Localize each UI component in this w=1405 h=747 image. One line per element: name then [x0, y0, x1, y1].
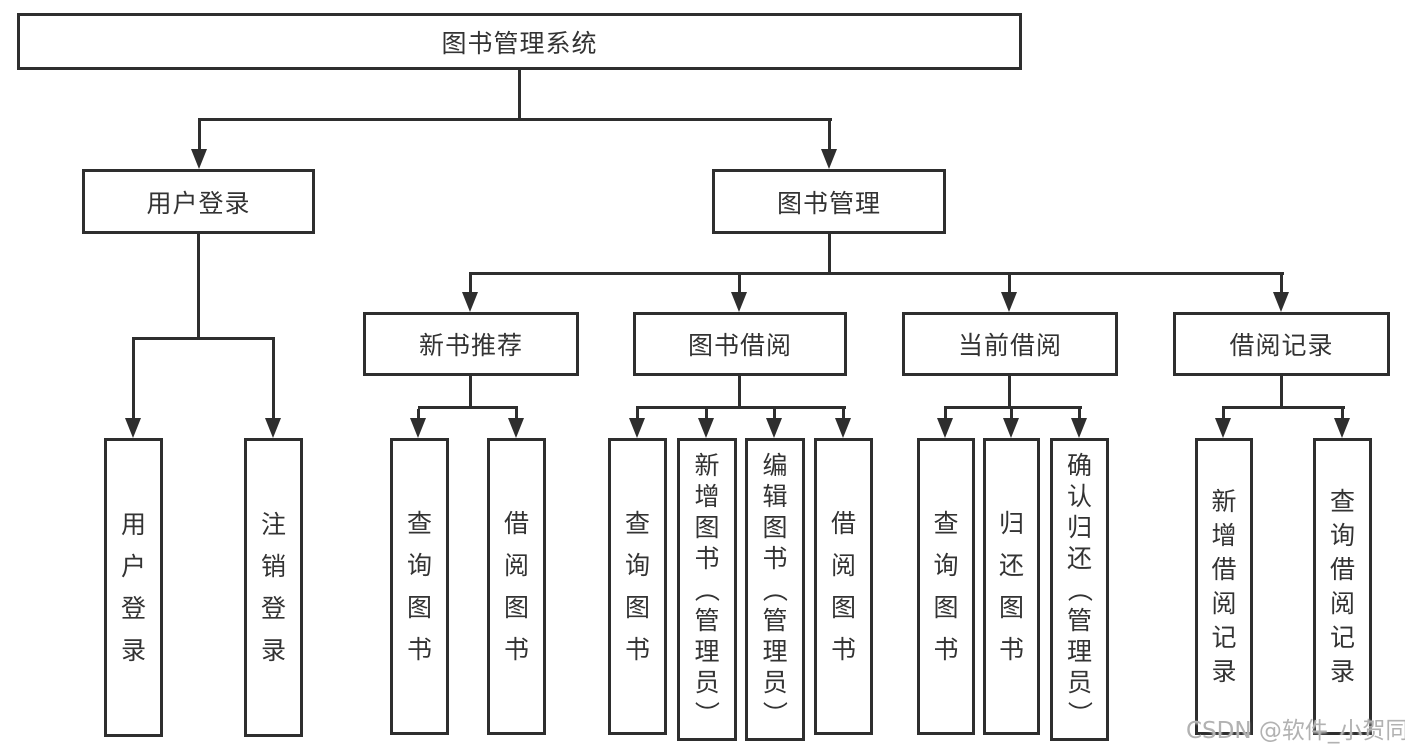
node-current-borrow-label: 当前借阅 [957, 331, 1062, 360]
node-borrow-records-label: 借阅记录 [1229, 331, 1334, 360]
node-book-management-label: 图书管理 [776, 188, 881, 218]
leaf-query-books-1-label: 查询图书 [406, 508, 432, 664]
leaf-confirm-return-admin-label: 确认归还（管理员） [1064, 451, 1094, 727]
arrow-group2-edit [766, 409, 782, 438]
node-user-login: 用户登录 [82, 169, 315, 234]
node-book-management: 图书管理 [712, 169, 946, 234]
node-user-login-label: 用户登录 [146, 188, 251, 218]
node-new-book-recommend: 新书推荐 [363, 312, 579, 376]
arrow-group4-add [1215, 409, 1231, 438]
leaf-borrow-books-2: 借阅图书 [814, 438, 873, 735]
node-root-label: 图书管理系统 [441, 28, 598, 58]
arrow-to-borrow-records [1273, 275, 1289, 312]
leaf-logout-label: 注销登录 [260, 509, 286, 665]
leaf-user-login-label: 用户登录 [120, 509, 146, 665]
arrow-group3-query [937, 409, 953, 438]
node-book-borrow: 图书借阅 [633, 312, 847, 376]
arrow-group1-borrow [508, 409, 524, 438]
leaf-user-login: 用户登录 [104, 438, 163, 737]
arrow-to-new-book-recommend [462, 275, 478, 312]
node-new-book-recommend-label: 新书推荐 [418, 331, 523, 360]
leaf-edit-book-admin: 编辑图书（管理员） [745, 438, 805, 741]
node-borrow-records: 借阅记录 [1173, 312, 1390, 376]
leaf-borrow-books-1: 借阅图书 [487, 438, 546, 735]
leaf-query-books-3-label: 查询图书 [933, 508, 959, 664]
leaf-add-borrow-record: 新增借阅记录 [1195, 438, 1253, 735]
leaf-query-borrow-record-label: 查询借阅记录 [1329, 486, 1355, 686]
leaf-edit-book-admin-label: 编辑图书（管理员） [760, 451, 790, 727]
connector-book-mgmt-stem [828, 233, 831, 272]
connector-root-stem [518, 69, 521, 118]
connector-group1-hline [418, 406, 518, 409]
leaf-return-book: 归还图书 [983, 438, 1040, 735]
arrow-to-book-borrow [731, 275, 747, 312]
arrow-group4-query [1334, 409, 1350, 438]
connector-level1-hline [199, 118, 832, 121]
arrow-group3-return [1003, 409, 1019, 438]
leaf-add-borrow-record-label: 新增借阅记录 [1211, 486, 1237, 686]
leaf-borrow-books-2-label: 借阅图书 [830, 508, 856, 664]
arrow-group2-add [698, 409, 714, 438]
connector-group2-stem [738, 376, 741, 406]
arrow-to-leaf-user-login [125, 340, 141, 438]
arrow-group1-query [410, 409, 426, 438]
connector-group2-hline [636, 406, 846, 409]
leaf-confirm-return-admin: 确认归还（管理员） [1050, 438, 1109, 741]
arrow-to-leaf-logout [265, 340, 281, 438]
leaf-add-book-admin: 新增图书（管理员） [677, 438, 737, 741]
leaf-query-borrow-record: 查询借阅记录 [1313, 438, 1372, 735]
arrow-group2-borrow [835, 409, 851, 438]
arrow-to-current-borrow [1001, 275, 1017, 312]
leaf-query-books-3: 查询图书 [917, 438, 975, 735]
connector-user-login-hline [132, 337, 275, 340]
connector-group4-stem [1280, 376, 1283, 406]
watermark-text: CSDN @软件_小贺同学 [1186, 718, 1405, 744]
node-current-borrow: 当前借阅 [902, 312, 1118, 376]
connector-group3-stem [1008, 376, 1011, 406]
arrow-to-user-login [191, 118, 207, 169]
connector-user-login-stem [197, 233, 200, 337]
leaf-logout: 注销登录 [244, 438, 303, 737]
connector-group3-hline [944, 406, 1082, 409]
leaf-return-book-label: 归还图书 [998, 508, 1024, 664]
leaf-query-books-2: 查询图书 [608, 438, 667, 735]
arrow-group2-query [629, 409, 645, 438]
connector-group1-stem [469, 376, 472, 406]
leaf-query-books-2-label: 查询图书 [624, 508, 650, 664]
leaf-borrow-books-1-label: 借阅图书 [503, 508, 529, 664]
arrow-group3-confirm [1071, 409, 1087, 438]
connector-group4-hline [1222, 406, 1345, 409]
connector-level3-hline [469, 272, 1284, 275]
leaf-query-books-1: 查询图书 [390, 438, 449, 735]
node-book-borrow-label: 图书借阅 [687, 331, 792, 360]
leaf-add-book-admin-label: 新增图书（管理员） [692, 451, 722, 727]
arrow-to-book-management [821, 118, 837, 169]
node-root: 图书管理系统 [17, 13, 1022, 70]
